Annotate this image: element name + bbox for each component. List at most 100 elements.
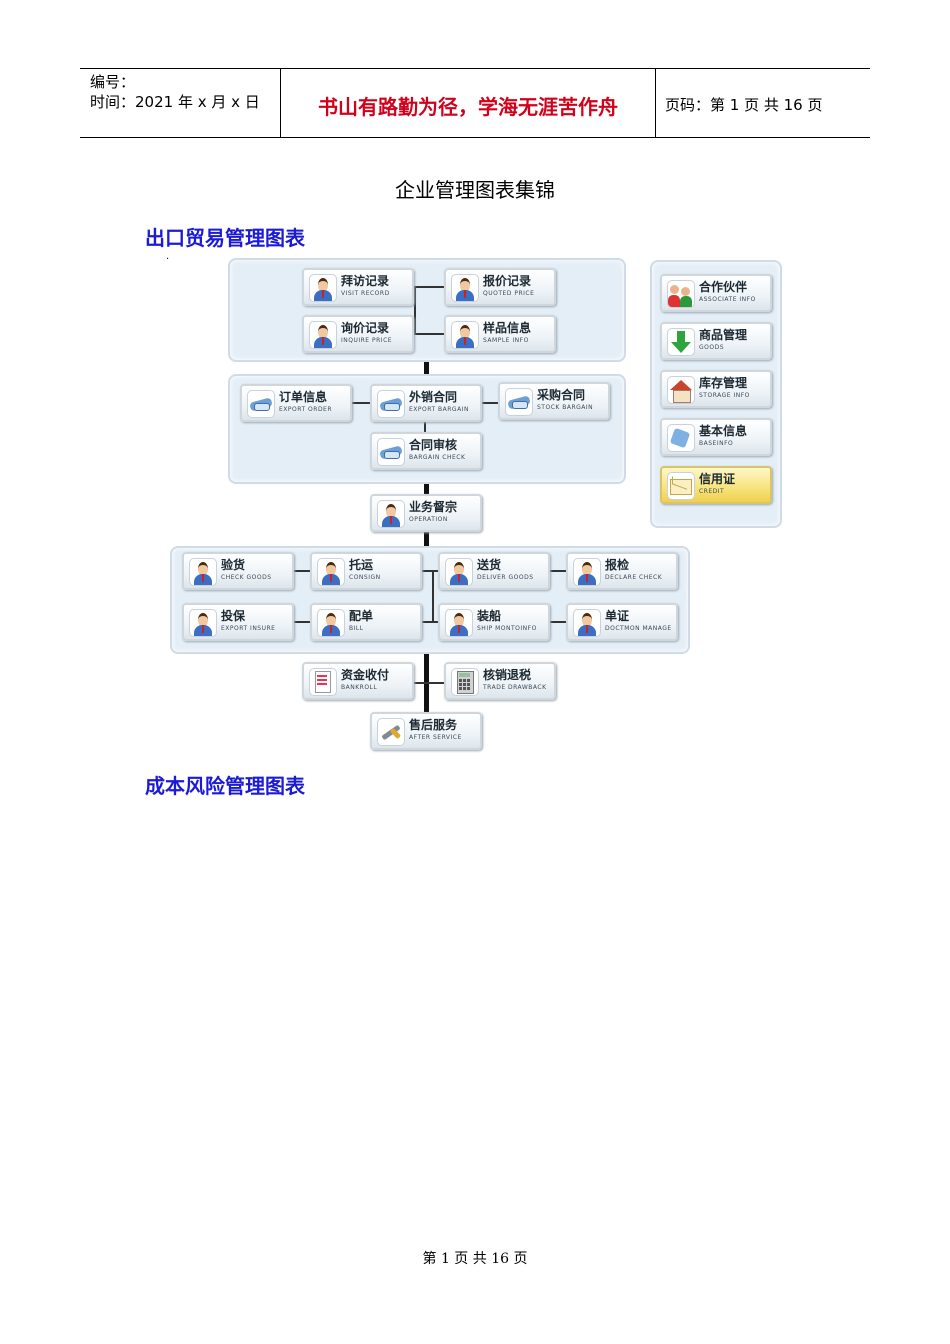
node-sublabel: TRADE DRAWBACK xyxy=(483,684,547,691)
node-export-bargain[interactable]: 外销合同 EXPORT BARGAIN xyxy=(370,384,482,422)
node-associate-info[interactable]: 合作伙伴 ASSOCIATE INFO xyxy=(660,274,772,312)
node-sublabel: DECLARE CHECK xyxy=(605,574,663,581)
wrench-icon xyxy=(377,718,405,746)
node-bill[interactable]: 配单 BILL xyxy=(310,603,422,641)
envelope-icon xyxy=(667,472,695,500)
connector xyxy=(424,480,429,496)
node-quoted-price[interactable]: 报价记录 QUOTED PRICE xyxy=(444,268,556,306)
connector xyxy=(290,621,310,623)
node-label: 单证 xyxy=(605,609,630,623)
document-title: 企业管理图表集锦 xyxy=(395,178,555,202)
node-label: 核销退税 xyxy=(483,668,532,682)
node-sublabel: DELIVER GOODS xyxy=(477,574,534,581)
connector xyxy=(432,570,434,623)
stray-mark: · xyxy=(166,254,170,265)
node-sublabel: CONSIGN xyxy=(349,574,381,581)
node-export-order[interactable]: 订单信息 EXPORT ORDER xyxy=(240,384,352,422)
node-sublabel: GOODS xyxy=(699,344,725,351)
header-meta-cell: 编号： 时间：2021 年 x 月 x 日 xyxy=(80,69,280,137)
node-label: 样品信息 xyxy=(483,321,532,335)
node-sublabel: QUOTED PRICE xyxy=(483,290,535,297)
connector xyxy=(412,286,444,288)
node-label: 外销合同 xyxy=(409,390,458,404)
header-page-cell: 页码：第 1 页 共 16 页 xyxy=(655,69,870,137)
node-label: 验货 xyxy=(221,558,246,572)
node-consign[interactable]: 托运 CONSIGN xyxy=(310,552,422,590)
node-label: 基本信息 xyxy=(699,424,748,438)
person-icon xyxy=(573,558,601,586)
node-sublabel: EXPORT BARGAIN xyxy=(409,406,469,413)
node-label: 合同审核 xyxy=(409,438,458,452)
node-declare-check[interactable]: 报检 DECLARE CHECK xyxy=(566,552,678,590)
person-icon xyxy=(445,558,473,586)
node-sublabel: CREDIT xyxy=(699,488,725,495)
handshake-icon xyxy=(247,390,275,418)
node-sublabel: EXPORT ORDER xyxy=(279,406,333,413)
node-operation[interactable]: 业务督宗 OPERATION xyxy=(370,494,482,532)
node-visit-record[interactable]: 拜访记录 VISIT RECORD xyxy=(302,268,414,306)
house-icon xyxy=(667,376,695,404)
connector xyxy=(414,286,416,334)
node-sublabel: CHECK GOODS xyxy=(221,574,272,581)
node-label: 装船 xyxy=(477,609,502,623)
node-label: 送货 xyxy=(477,558,502,572)
partners-icon xyxy=(667,280,695,308)
person-icon xyxy=(317,558,345,586)
connector xyxy=(290,570,310,572)
connector xyxy=(412,333,444,335)
info-cards-icon xyxy=(667,424,695,452)
person-icon xyxy=(573,609,601,637)
serial-label: 编号： xyxy=(90,73,136,91)
section-heading-cost-risk: 成本风险管理图表 xyxy=(145,774,305,798)
node-deliver-goods[interactable]: 送货 DELIVER GOODS xyxy=(438,552,550,590)
header-motto-cell: 书山有路勤为径，学海无涯苦作舟 xyxy=(280,69,656,137)
connector xyxy=(424,530,429,546)
node-label: 售后服务 xyxy=(409,718,458,732)
node-inquire-price[interactable]: 询价记录 INQUIRE PRICE xyxy=(302,315,414,353)
node-check-goods[interactable]: 验货 CHECK GOODS xyxy=(182,552,294,590)
section-heading-export: 出口贸易管理图表 xyxy=(145,226,305,250)
connector xyxy=(546,621,566,623)
node-sample-info[interactable]: 样品信息 SAMPLE INFO xyxy=(444,315,556,353)
handshake-icon xyxy=(377,390,405,418)
connector xyxy=(424,420,426,434)
person-icon xyxy=(189,609,217,637)
node-document-manage[interactable]: 单证 DOCTMON MANAGE xyxy=(566,603,678,641)
page-footer: 第 1 页 共 16 页 xyxy=(422,1251,528,1267)
person-icon xyxy=(445,609,473,637)
node-trade-drawback[interactable]: 核销退税 TRADE DRAWBACK xyxy=(444,662,556,700)
person-icon xyxy=(377,500,405,528)
person-icon xyxy=(451,274,479,302)
node-label: 信用证 xyxy=(699,472,736,486)
invoice-icon xyxy=(309,668,337,696)
node-after-service[interactable]: 售后服务 AFTER SERVICE xyxy=(370,712,482,750)
calculator-icon xyxy=(451,668,479,696)
node-stock-bargain[interactable]: 采购合同 STOCK BARGAIN xyxy=(498,382,610,420)
connector xyxy=(418,570,438,572)
connector xyxy=(478,402,500,404)
person-icon xyxy=(189,558,217,586)
panel-customer xyxy=(228,258,626,362)
node-sublabel: BILL xyxy=(349,625,364,632)
node-credit[interactable]: 信用证 CREDIT xyxy=(660,466,772,504)
node-base-info[interactable]: 基本信息 BASEINFO xyxy=(660,418,772,456)
node-export-insure[interactable]: 投保 EXPORT INSURE xyxy=(182,603,294,641)
node-label: 合作伙伴 xyxy=(699,280,748,294)
node-bankroll[interactable]: 资金收付 BANKROLL xyxy=(302,662,414,700)
node-goods[interactable]: 商品管理 GOODS xyxy=(660,322,772,360)
node-storage-info[interactable]: 库存管理 STORAGE INFO xyxy=(660,370,772,408)
node-label: 配单 xyxy=(349,609,374,623)
node-ship[interactable]: 装船 SHIP MONTOINFO xyxy=(438,603,550,641)
node-label: 报价记录 xyxy=(483,274,532,288)
page-info: 页码：第 1 页 共 16 页 xyxy=(665,96,823,114)
handshake-icon xyxy=(377,438,405,466)
connector xyxy=(348,402,370,404)
handshake-icon xyxy=(505,388,533,416)
node-label: 订单信息 xyxy=(279,390,328,404)
node-sublabel: INQUIRE PRICE xyxy=(341,337,393,344)
motto: 书山有路勤为径，学海无涯苦作舟 xyxy=(318,95,618,119)
connector xyxy=(410,682,446,684)
node-sublabel: BASEINFO xyxy=(699,440,734,447)
node-bargain-check[interactable]: 合同审核 BARGAIN CHECK xyxy=(370,432,482,470)
node-label: 询价记录 xyxy=(341,321,390,335)
